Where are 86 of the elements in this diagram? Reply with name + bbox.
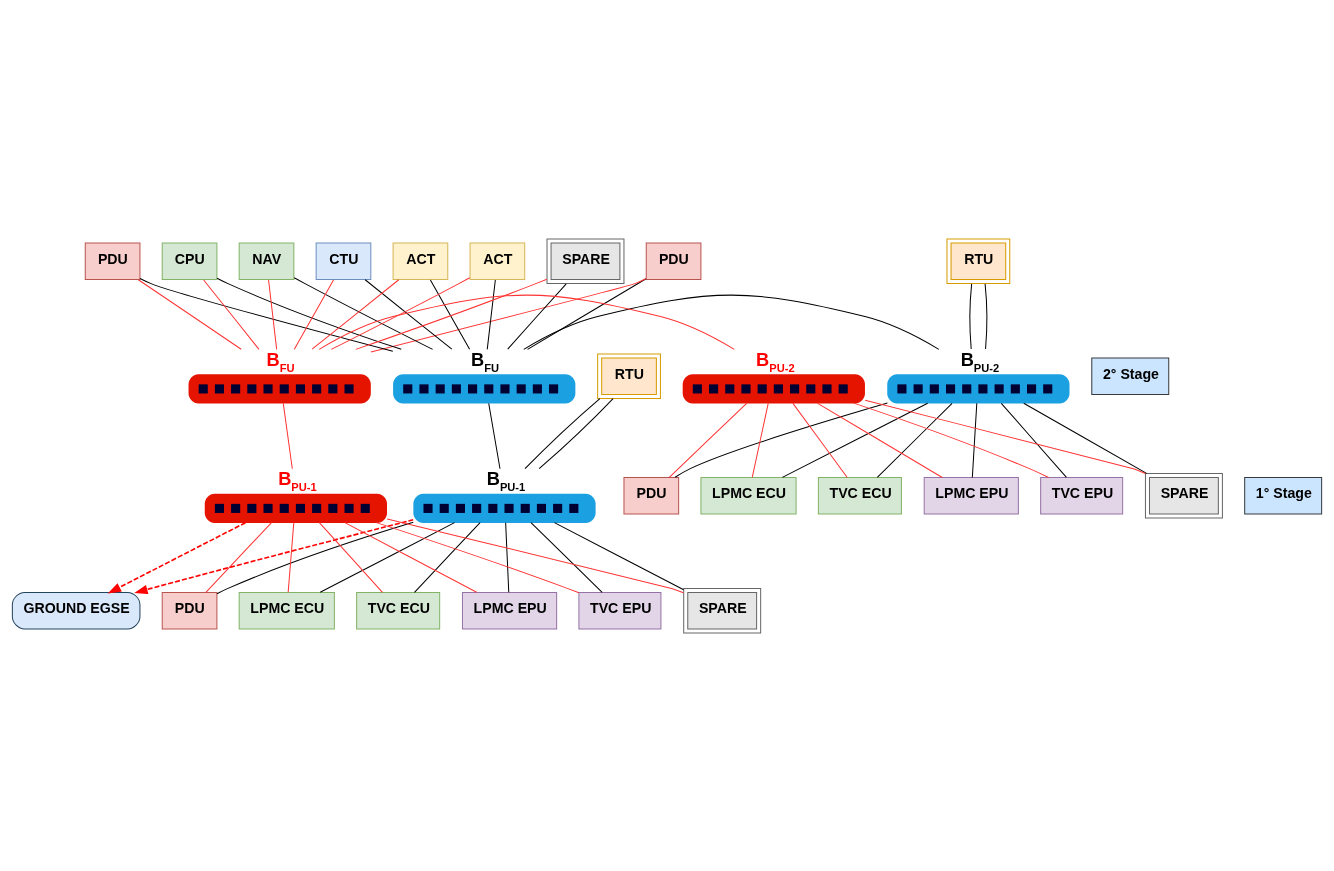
node-box — [682, 373, 865, 404]
connector — [330, 276, 471, 350]
connector — [287, 521, 295, 593]
node-box: 1° Stage — [1244, 476, 1323, 514]
node-box: CTU — [315, 242, 372, 280]
connector — [486, 278, 496, 350]
connector — [984, 282, 988, 350]
connector — [876, 402, 953, 478]
node-box: GROUND EGSE — [11, 591, 141, 629]
arrow — [134, 518, 414, 594]
node-box: PDU — [645, 242, 702, 280]
node-box: LPMC EPU — [923, 476, 1019, 514]
connector — [751, 402, 769, 478]
connector — [538, 397, 614, 469]
connector — [817, 402, 943, 478]
connector — [507, 282, 567, 350]
connector — [370, 277, 647, 353]
node-box: 2° Stage — [1091, 357, 1170, 395]
connector — [216, 521, 414, 594]
connector — [137, 278, 242, 350]
connector — [523, 294, 940, 350]
node-box: LPMC EPU — [461, 591, 558, 629]
node-box: CPU — [161, 242, 218, 280]
connector — [375, 521, 580, 593]
node-box — [887, 373, 1070, 404]
node-box: NAV — [238, 242, 295, 280]
connector — [530, 521, 603, 593]
connector — [853, 402, 1050, 478]
node-box: SPARE — [683, 587, 762, 633]
connector — [216, 277, 402, 350]
connector — [364, 278, 453, 350]
node-box: TVC ECU — [817, 476, 902, 514]
connector — [971, 402, 978, 478]
node-box: SPARE — [546, 238, 625, 284]
connector — [414, 521, 481, 593]
node-box: SPARE — [1144, 472, 1223, 519]
connector — [553, 521, 685, 590]
node-box: RTU — [597, 352, 661, 399]
node-label: B$_{PU-2}$ — [756, 349, 795, 374]
node-label: B$_{PU-1}$ — [486, 468, 526, 493]
node-box — [204, 493, 387, 523]
connector — [505, 521, 510, 593]
connector — [1023, 402, 1148, 474]
node-label: B$_{PU-2}$ — [960, 349, 1000, 374]
node-box: TVC ECU — [356, 591, 441, 629]
connector — [293, 278, 334, 350]
connector — [311, 278, 400, 350]
connector — [139, 277, 394, 352]
connector — [318, 521, 383, 593]
connector — [205, 521, 272, 593]
node-box: PDU — [84, 242, 141, 280]
connector — [429, 278, 471, 350]
connector — [524, 397, 601, 469]
connector — [674, 402, 888, 478]
node-box: TVC EPU — [578, 591, 662, 629]
connector — [969, 282, 973, 350]
connector — [792, 402, 848, 478]
connector — [319, 521, 456, 593]
node-box: PDU — [623, 476, 680, 514]
connector — [344, 521, 478, 593]
connector — [203, 278, 260, 350]
node-box — [413, 493, 596, 523]
node-box: TVC EPU — [1040, 476, 1124, 514]
node-box: LPMC ECU — [700, 476, 797, 514]
node-label: B$_{PU-1}$ — [278, 468, 317, 493]
connector — [668, 402, 748, 478]
connector — [864, 399, 1146, 474]
node-box — [188, 373, 371, 404]
connector — [282, 402, 293, 469]
node-label: B$_{FU}$ — [471, 349, 500, 374]
connector — [488, 402, 501, 469]
connector — [293, 276, 434, 350]
node-box: ACT — [392, 242, 449, 280]
node-label: B$_{FU}$ — [266, 349, 295, 374]
connector — [355, 278, 548, 350]
node-box: ACT — [469, 242, 526, 280]
connector — [318, 294, 735, 350]
node-box: PDU — [161, 591, 218, 629]
arrow — [107, 521, 247, 593]
node-box — [393, 373, 576, 404]
connector — [781, 402, 929, 478]
connector — [1000, 402, 1067, 478]
node-box: RTU — [946, 238, 1011, 284]
connector — [268, 278, 278, 350]
connector — [386, 517, 684, 593]
node-box: LPMC ECU — [238, 591, 335, 629]
